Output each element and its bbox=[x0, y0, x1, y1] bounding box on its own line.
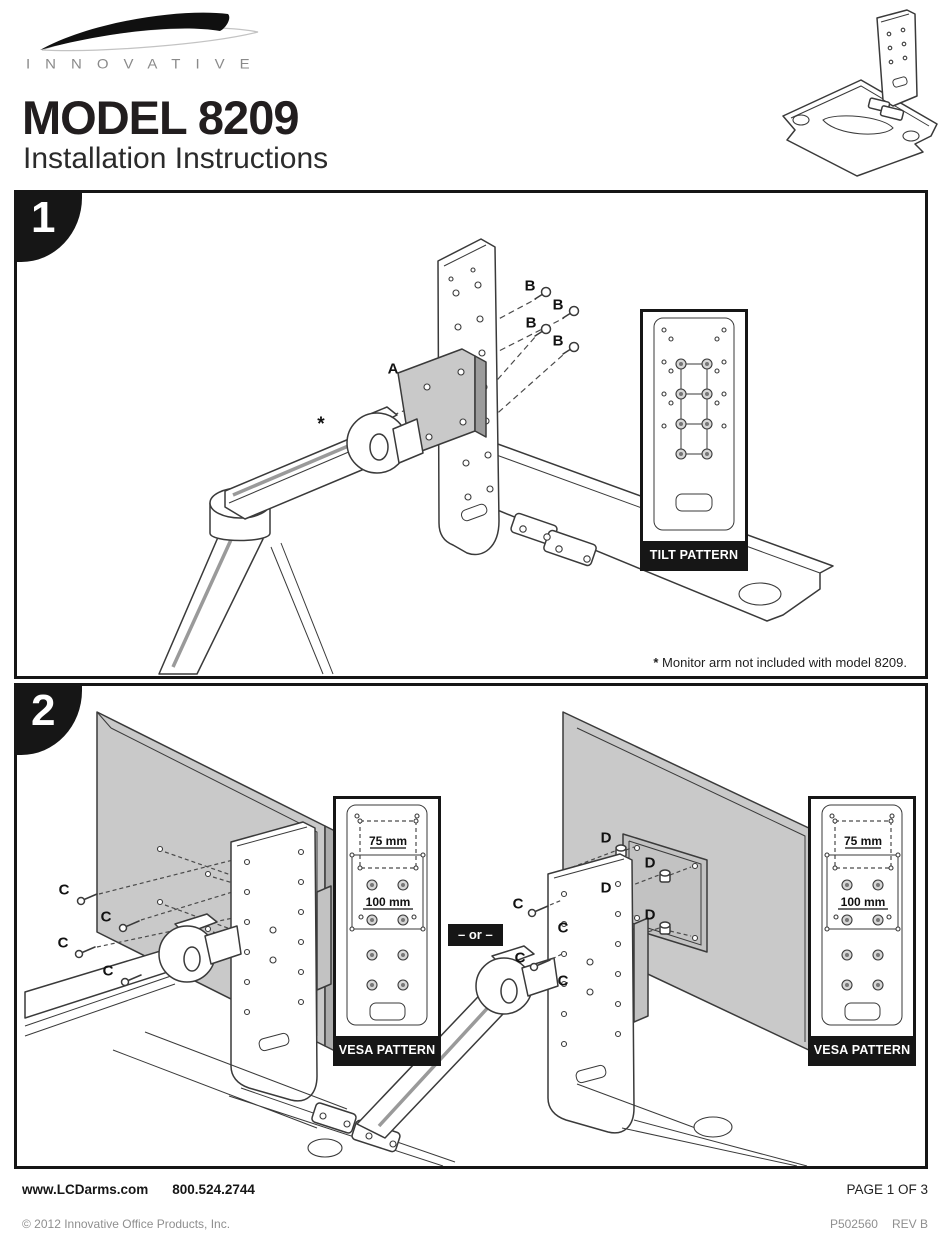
svg-text:100 mm: 100 mm bbox=[366, 895, 411, 909]
label-d: D bbox=[600, 829, 612, 847]
footer-phone: 800.524.2744 bbox=[172, 1182, 255, 1197]
hinge-hardware bbox=[510, 512, 597, 567]
footnote-asterisk: * bbox=[653, 655, 659, 670]
label-c: C bbox=[557, 972, 569, 990]
or-badge: – or – bbox=[448, 924, 503, 946]
tilt-pattern-callout: TILT PATTERN bbox=[640, 309, 748, 571]
bracket-plate-right bbox=[547, 853, 649, 1134]
footnote: * Monitor arm not included with model 82… bbox=[653, 655, 907, 670]
tilt-pattern-diagram bbox=[653, 317, 735, 531]
label-c: C bbox=[557, 919, 569, 937]
footer-contact: www.LCDarms.com 800.524.2744 bbox=[22, 1182, 255, 1197]
tilt-pattern-label: TILT PATTERN bbox=[643, 541, 745, 568]
monitor-arm-left bbox=[24, 913, 242, 1037]
monitor-arm bbox=[158, 406, 424, 675]
step-2-panel: 2 bbox=[14, 683, 928, 1169]
screws-c-right bbox=[527, 905, 551, 972]
label-c: C bbox=[57, 934, 69, 952]
label-b: B bbox=[552, 296, 564, 314]
vesa-pattern-callout-left: 75 mm 100 mm VESA PATTERN bbox=[333, 796, 441, 1066]
label-c: C bbox=[102, 962, 114, 980]
label-b: B bbox=[552, 332, 564, 350]
label-b: B bbox=[524, 277, 536, 295]
label-d: D bbox=[600, 879, 612, 897]
footer-part-info: P502560 REV B bbox=[830, 1217, 928, 1231]
product-thumbnail-illustration bbox=[782, 9, 938, 177]
vesa-pattern-diagram: 75 mm 100 mm bbox=[346, 804, 428, 1026]
label-c: C bbox=[512, 895, 524, 913]
footer-page-indicator: PAGE 1 OF 3 bbox=[846, 1182, 928, 1197]
label-b: B bbox=[525, 314, 537, 332]
footnote-text: Monitor arm not included with model 8209… bbox=[662, 655, 907, 670]
footer-part-number: P502560 bbox=[829, 1217, 878, 1231]
screws-c-left bbox=[74, 893, 142, 987]
footer-website: www.LCDarms.com bbox=[22, 1182, 149, 1197]
vesa-pattern-callout-right: 75 mm 100 mm VESA PATTERN bbox=[808, 796, 916, 1066]
label-d: D bbox=[644, 854, 656, 872]
step-1-panel: 1 bbox=[14, 190, 928, 679]
bracket-plate-left bbox=[230, 821, 332, 1102]
vesa-pattern-label: VESA PATTERN bbox=[811, 1036, 913, 1063]
label-asterisk: * bbox=[317, 414, 325, 435]
footer-revision: REV B bbox=[891, 1217, 928, 1231]
tray-right bbox=[576, 1083, 808, 1166]
screws-b bbox=[534, 286, 580, 355]
brand-name: INNOVATIVE bbox=[26, 56, 265, 73]
vesa-pattern-diagram: 75 mm 100 mm bbox=[821, 804, 903, 1026]
label-c: C bbox=[58, 881, 70, 899]
page-subtitle: Installation Instructions bbox=[23, 142, 329, 175]
svg-text:75 mm: 75 mm bbox=[369, 834, 407, 848]
label-c: C bbox=[100, 908, 112, 926]
svg-text:100 mm: 100 mm bbox=[841, 895, 886, 909]
brand-swoosh-icon bbox=[40, 12, 259, 52]
label-d: D bbox=[644, 906, 656, 924]
footer-copyright: © 2012 Innovative Office Products, Inc. bbox=[22, 1217, 231, 1231]
label-c: C bbox=[514, 949, 526, 967]
vesa-pattern-label: VESA PATTERN bbox=[336, 1036, 438, 1063]
svg-text:75 mm: 75 mm bbox=[844, 834, 882, 848]
page-title: MODEL 8209 bbox=[22, 91, 299, 144]
label-a: A bbox=[387, 360, 399, 378]
step-1-illustration bbox=[158, 238, 834, 675]
step-2-illustration bbox=[24, 711, 830, 1166]
